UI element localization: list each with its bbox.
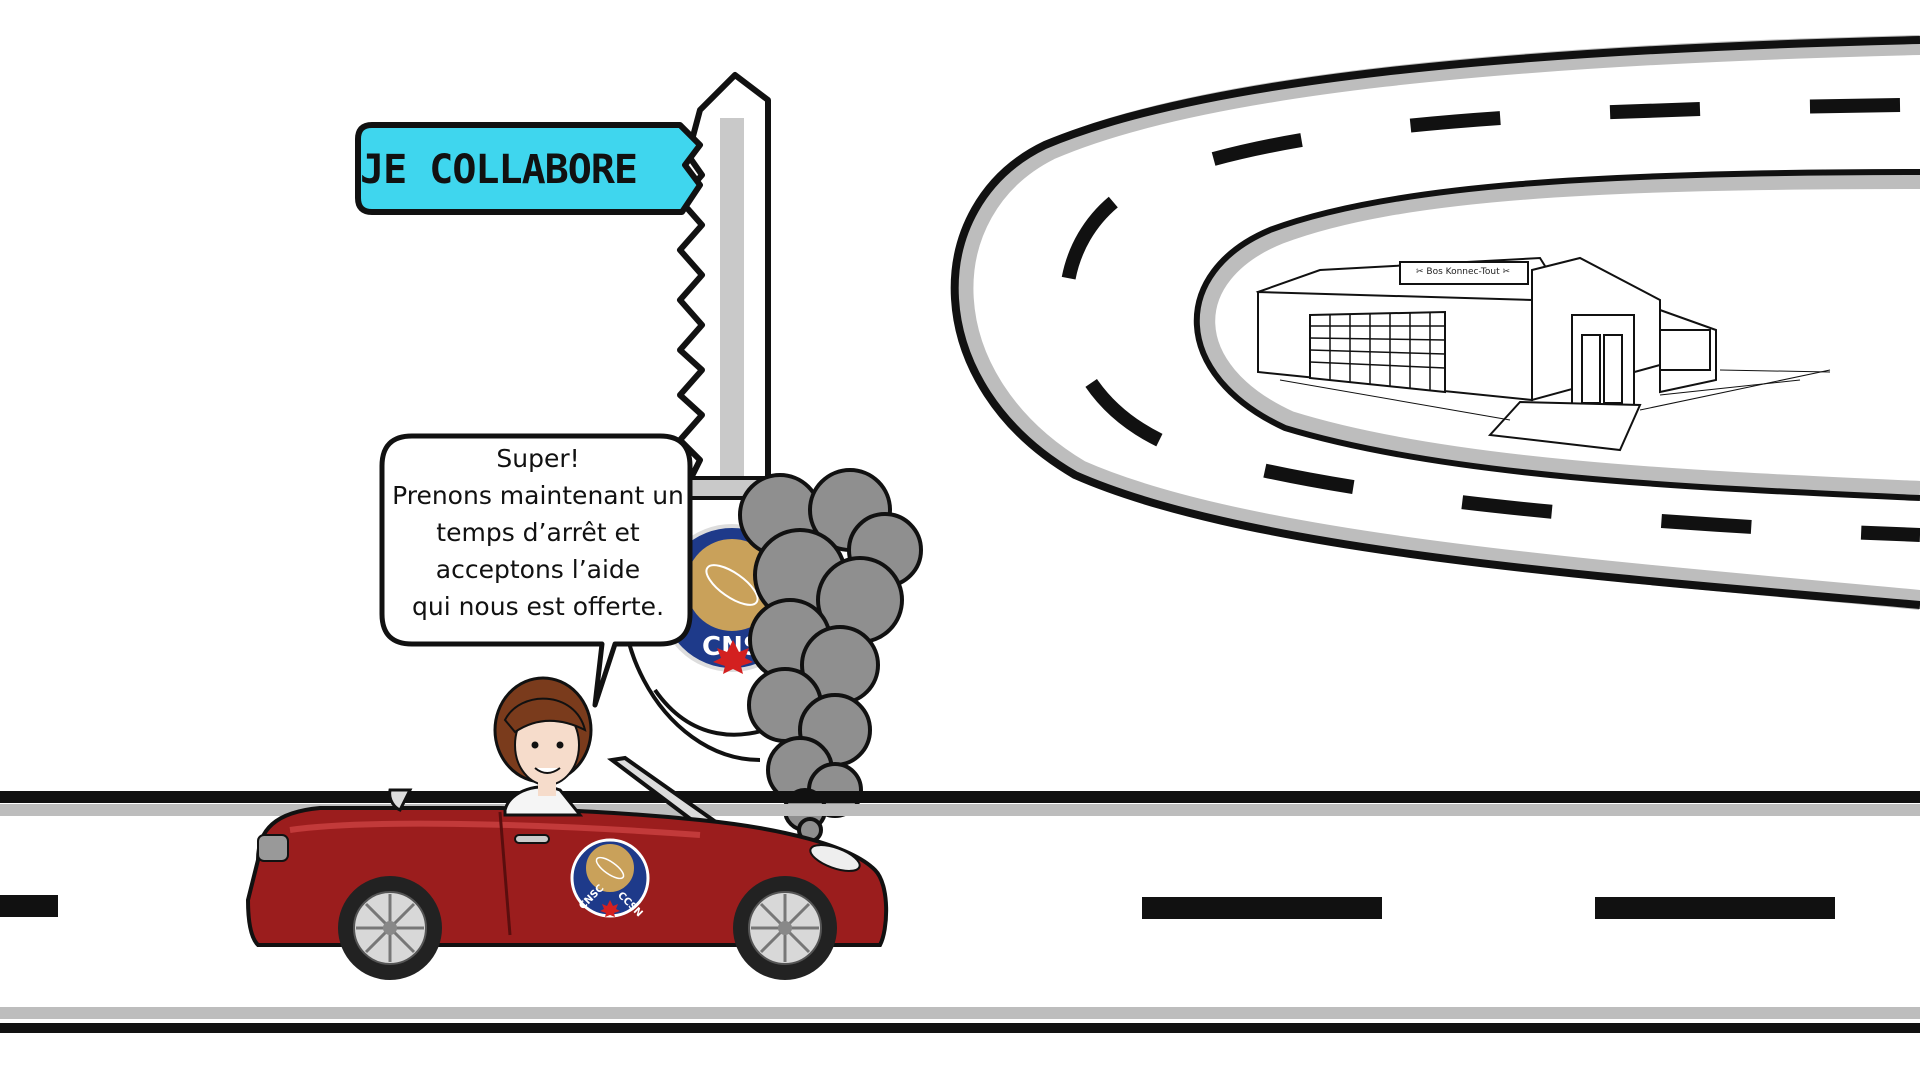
store-front-step (1487, 400, 1642, 452)
store-sign-board (1399, 261, 1529, 285)
car-door-handle (514, 834, 550, 844)
speech-line: Prenons maintenant un (392, 481, 684, 510)
car-badge-atom-icon (595, 856, 625, 880)
store-entrance-door (1571, 314, 1635, 406)
garage-door (1309, 310, 1446, 394)
store-window (1659, 329, 1711, 371)
curved-road (950, 35, 1920, 610)
driver (493, 676, 593, 817)
curved-road-outer-shadow (953, 35, 1920, 610)
speech-line: temps d’arrêt et (436, 518, 640, 547)
speech-line: qui nous est offerte. (411, 592, 665, 621)
smoke-cloud (738, 468, 923, 843)
tools-icon: ✂ (1415, 267, 1424, 277)
curved-road-inner-shadow (1197, 171, 1920, 499)
maple-leaf-icon (713, 640, 753, 674)
driver-neck (538, 782, 556, 796)
curved-road-inner-edge (1193, 169, 1920, 501)
car: CNSC CCSN (245, 676, 889, 980)
driver-eye-left (531, 741, 539, 749)
speech-bubble-shape (379, 433, 693, 708)
driver-bangs (503, 697, 587, 734)
sign-board-shape (355, 122, 703, 215)
main-road-dashes (0, 895, 1835, 919)
sign-board (355, 122, 703, 215)
car-door-line (498, 811, 512, 936)
driver-body (503, 785, 584, 817)
speech-line: Super! (496, 444, 580, 473)
car-badge-maple-leaf-icon (600, 900, 620, 917)
curved-road-center-dashes (1059, 98, 1920, 542)
store-ground-lines (1279, 369, 1831, 421)
main-road (0, 791, 1920, 1033)
car-seat (388, 788, 413, 812)
speech-bubble (379, 433, 693, 708)
driver-eye-right (556, 741, 564, 749)
car-headlight (809, 844, 861, 872)
driver-smile (534, 767, 561, 774)
speech-bubble-text: Super! Prenons maintenant un temps d’arr… (388, 440, 688, 625)
store-sign-text: Bos Konnec-Tout (1426, 267, 1500, 277)
store-building (1255, 256, 1831, 452)
car-front-wheel (733, 876, 837, 980)
curved-road-outer-edge (950, 36, 1920, 609)
car-body-highlight (289, 820, 701, 838)
store-sign-label: ✂ Bos Konnec-Tout ✂ (1403, 264, 1523, 280)
car-rear-wheel (338, 876, 442, 980)
speech-line: acceptons l’aide (435, 555, 641, 584)
car-tail-light (257, 834, 289, 862)
tools-icon: ✂ (1502, 267, 1511, 277)
atom-icon (705, 564, 759, 606)
car-badge: CNSC CCSN (570, 838, 650, 919)
sign-post-shading (720, 118, 744, 478)
sign-label: JE COLLABORE (360, 147, 638, 193)
